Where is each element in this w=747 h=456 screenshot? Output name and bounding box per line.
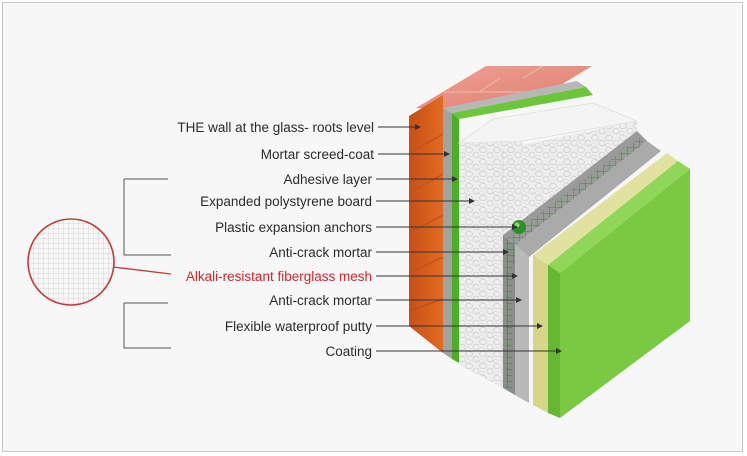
label-expanded-polystyrene-board: Expanded polystyrene board xyxy=(200,194,372,209)
label-flexible-waterproof-putty: Flexible waterproof putty xyxy=(225,319,372,334)
brick-wall xyxy=(408,65,592,353)
leader-lines xyxy=(376,126,556,352)
layer-labels: THE wall at the glass- roots level Morta… xyxy=(177,120,374,359)
label-coating: Coating xyxy=(325,344,372,359)
label-anti-crack-mortar-2: Anti-crack mortar xyxy=(269,293,372,308)
label-mortar-screed-coat: Mortar screed-coat xyxy=(261,147,375,162)
label-anti-crack-mortar-1: Anti-crack mortar xyxy=(269,245,372,260)
label-plastic-expansion-anchors: Plastic expansion anchors xyxy=(215,220,372,235)
anti-crack-mortar-layer xyxy=(515,141,661,403)
diagram-frame: THE wall at the glass- roots level Morta… xyxy=(2,2,743,452)
waterproof-putty-layer xyxy=(533,153,678,413)
coating-layer xyxy=(548,161,690,418)
fiberglass-mesh-magnifier xyxy=(27,218,172,306)
label-fiberglass-mesh: Alkali-resistant fiberglass mesh xyxy=(186,269,372,284)
leader-arrowheads xyxy=(415,124,562,354)
label-adhesive-layer: Adhesive layer xyxy=(283,172,372,187)
eps-board xyxy=(457,102,639,388)
label-wall: THE wall at the glass- roots level xyxy=(177,120,374,135)
mortar-screed-layer xyxy=(443,81,586,359)
label-brackets xyxy=(123,178,171,349)
wall-insulation-diagram: THE wall at the glass- roots level Morta… xyxy=(27,65,690,418)
